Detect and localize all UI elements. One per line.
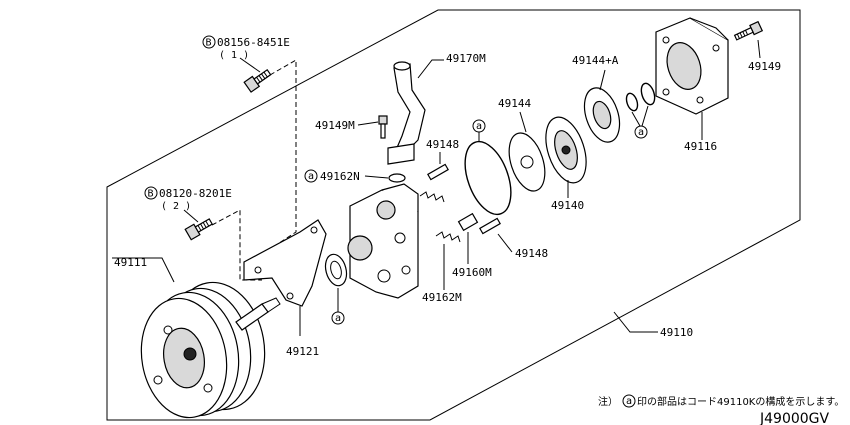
circle-a-icon (304, 169, 318, 183)
circle-b-letter: B (206, 38, 212, 49)
bolt-lower[interactable]: B 08120-8201E ( 2 ) (144, 186, 262, 281)
bolt-type-b-icon-2 (144, 186, 158, 200)
label-49149: 49149 (748, 60, 781, 73)
seal-ring[interactable]: a (322, 252, 350, 325)
oring-49162N[interactable]: a 49162N (304, 169, 389, 183)
note-circle-a-icon (622, 394, 636, 408)
label-49148-bottom: 49148 (515, 247, 548, 260)
label-49121: 49121 (286, 345, 319, 358)
bolt-type-b-icon (202, 35, 216, 49)
pulley-49111[interactable]: 49111 (112, 256, 281, 424)
bolt-upper[interactable]: B 08156-8451E ( 1 ) (202, 35, 297, 272)
bracket-49121[interactable]: 49121 (243, 219, 327, 358)
note-text: 印の部品はコード49110Kの構成を示します。 (637, 395, 844, 408)
label-49144A: 49144+A (572, 54, 619, 67)
circle-a-letter-2: a (476, 121, 482, 132)
label-49116: 49116 (684, 140, 717, 153)
assembly-boundary (106, 9, 801, 421)
label-49140: 49140 (551, 199, 584, 212)
label-49162N: 49162N (320, 170, 360, 183)
gasket-49144[interactable]: a 49144 (456, 97, 551, 221)
footer-note: 注） a 印の部品はコード49110Kの構成を示します。 J49000GV (598, 394, 844, 425)
label-49149M: 49149M (315, 119, 355, 132)
circle-b-letter-2: B (148, 189, 154, 200)
spring-upper (419, 191, 445, 203)
circle-a-letter-3: a (638, 127, 644, 138)
label-49111: 49111 (114, 256, 147, 269)
spring-49162M[interactable]: 49162M (422, 231, 462, 304)
circle-a-letter-4: a (335, 313, 341, 324)
bolt-upper-code: 08156-8451E (217, 36, 290, 49)
valve-49160M[interactable]: 49160M (452, 212, 492, 279)
note-prefix: 注） (598, 395, 618, 408)
assembly-49110[interactable]: 49110 (613, 311, 693, 339)
plate-49144A[interactable]: 49144+A a (572, 54, 657, 147)
circle-a-letter: a (308, 171, 314, 182)
label-49170M: 49170M (446, 52, 486, 65)
label-49110: 49110 (660, 326, 693, 339)
circle-a-icon-4 (331, 311, 345, 325)
bolt-lower-code: 08120-8201E (159, 187, 232, 200)
bolt-49149[interactable]: 49149 (733, 20, 782, 73)
note-circle-letter: a (626, 396, 632, 407)
label-49148-top: 49148 (426, 138, 459, 151)
pipe-49170M[interactable]: 49170M (387, 52, 486, 183)
label-49162M: 49162M (422, 291, 462, 304)
rotor-49140[interactable]: 49140 (538, 112, 593, 212)
label-49160M: 49160M (452, 266, 492, 279)
pump-body[interactable] (347, 183, 419, 299)
pin-49148-top[interactable]: 49148 (426, 138, 459, 181)
label-49144: 49144 (498, 97, 531, 110)
bolt-49149M[interactable]: 49149M (315, 115, 388, 139)
bolt-upper-qty: ( 1 ) (219, 50, 249, 61)
pin-49148-bottom[interactable]: 49148 (479, 217, 548, 260)
bolt-lower-qty: ( 2 ) (161, 201, 191, 212)
diagram-code: J49000GV (759, 411, 830, 425)
housing-49116[interactable]: 49116 (655, 17, 729, 153)
circle-a-icon-3 (634, 125, 648, 139)
